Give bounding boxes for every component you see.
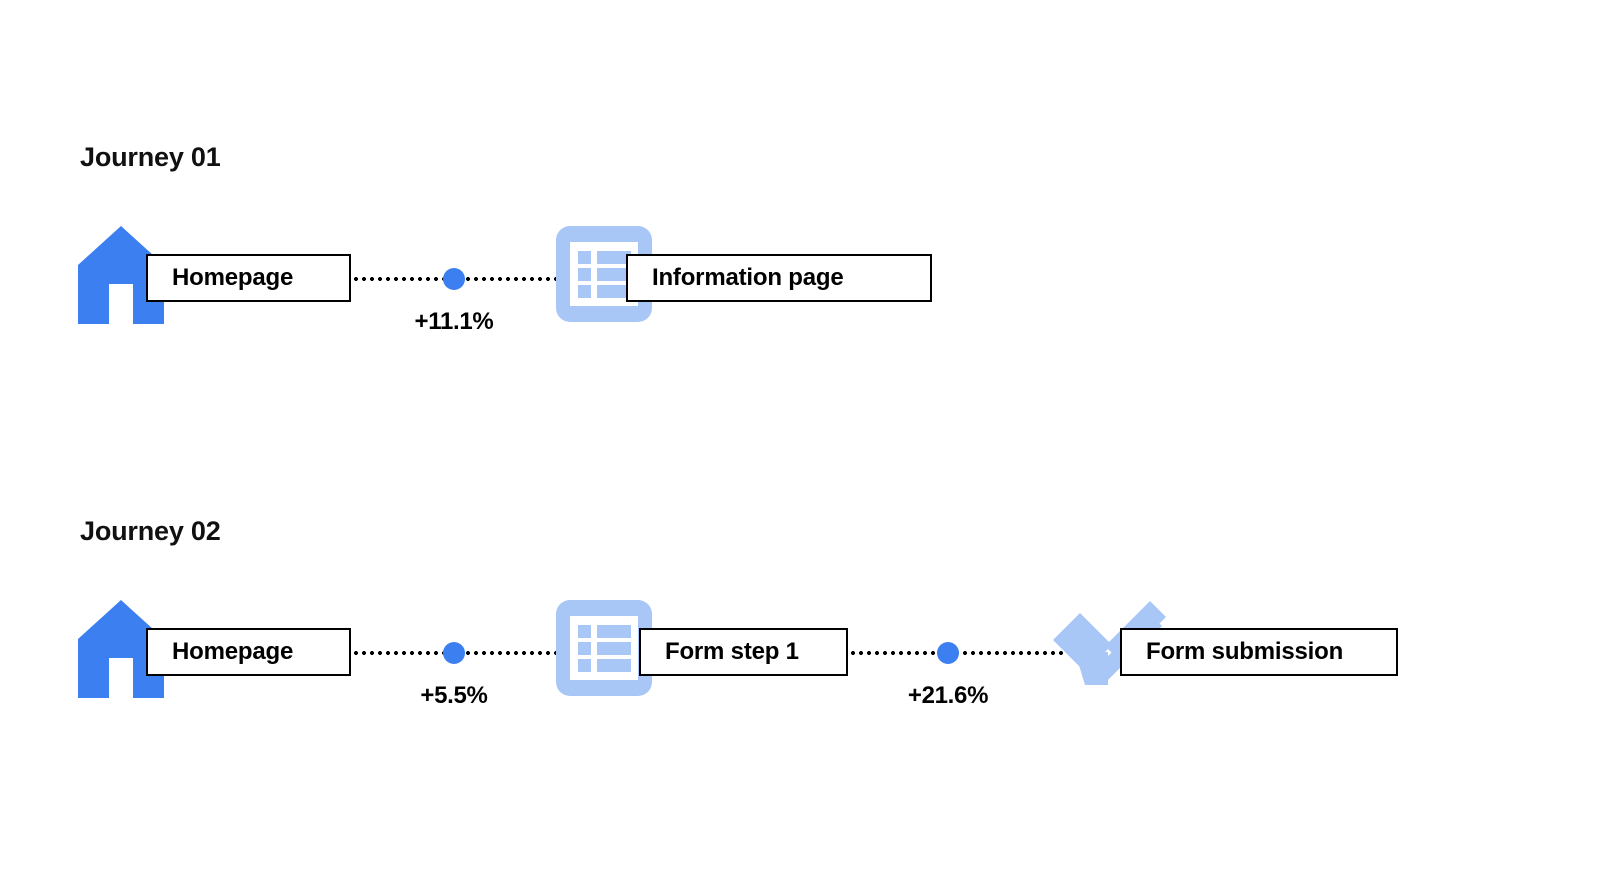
node-homepage-label: Homepage	[172, 264, 294, 291]
list-page-icon	[556, 600, 652, 696]
journey-01-flow: Homepage +11.1% Infor	[0, 212, 1601, 352]
house-icon	[78, 226, 164, 324]
journey-01-title: Journey 01	[80, 142, 221, 172]
node-form-step-1-label: Form step 1	[665, 638, 799, 665]
journey-02-group: Journey 02 Homepage +5.5%	[0, 374, 1601, 794]
node-form-submission[interactable]: Form submission	[1120, 628, 1398, 676]
journey-02-flow: Homepage +5.5% Form s	[0, 586, 1601, 726]
connector-form-step-1-to-form-submission	[849, 651, 1077, 655]
connector-homepage-to-information-page	[352, 277, 580, 281]
connector-label-21-6: +21.6%	[907, 682, 989, 709]
connector-dot-21-6[interactable]	[937, 642, 959, 664]
house-icon	[78, 600, 164, 698]
journey-01-group: Journey 01 Homepage +11.1%	[0, 0, 1601, 420]
connector-label-11-1: +11.1%	[414, 308, 494, 335]
node-homepage-2-label: Homepage	[172, 638, 294, 665]
node-form-submission-label: Form submission	[1146, 638, 1344, 665]
connector-label-5-5: +5.5%	[420, 682, 488, 709]
node-information-page[interactable]: Information page	[626, 254, 932, 302]
connector-dot-5-5[interactable]	[443, 642, 465, 664]
journey-02-title: Journey 02	[80, 516, 221, 546]
connector-homepage-to-form-step-1	[352, 651, 580, 655]
connector-dot-11-1[interactable]	[443, 268, 465, 290]
node-form-step-1[interactable]: Form step 1	[639, 628, 848, 676]
node-homepage-2[interactable]: Homepage	[146, 628, 351, 676]
node-homepage[interactable]: Homepage	[146, 254, 351, 302]
node-information-page-label: Information page	[652, 264, 844, 291]
